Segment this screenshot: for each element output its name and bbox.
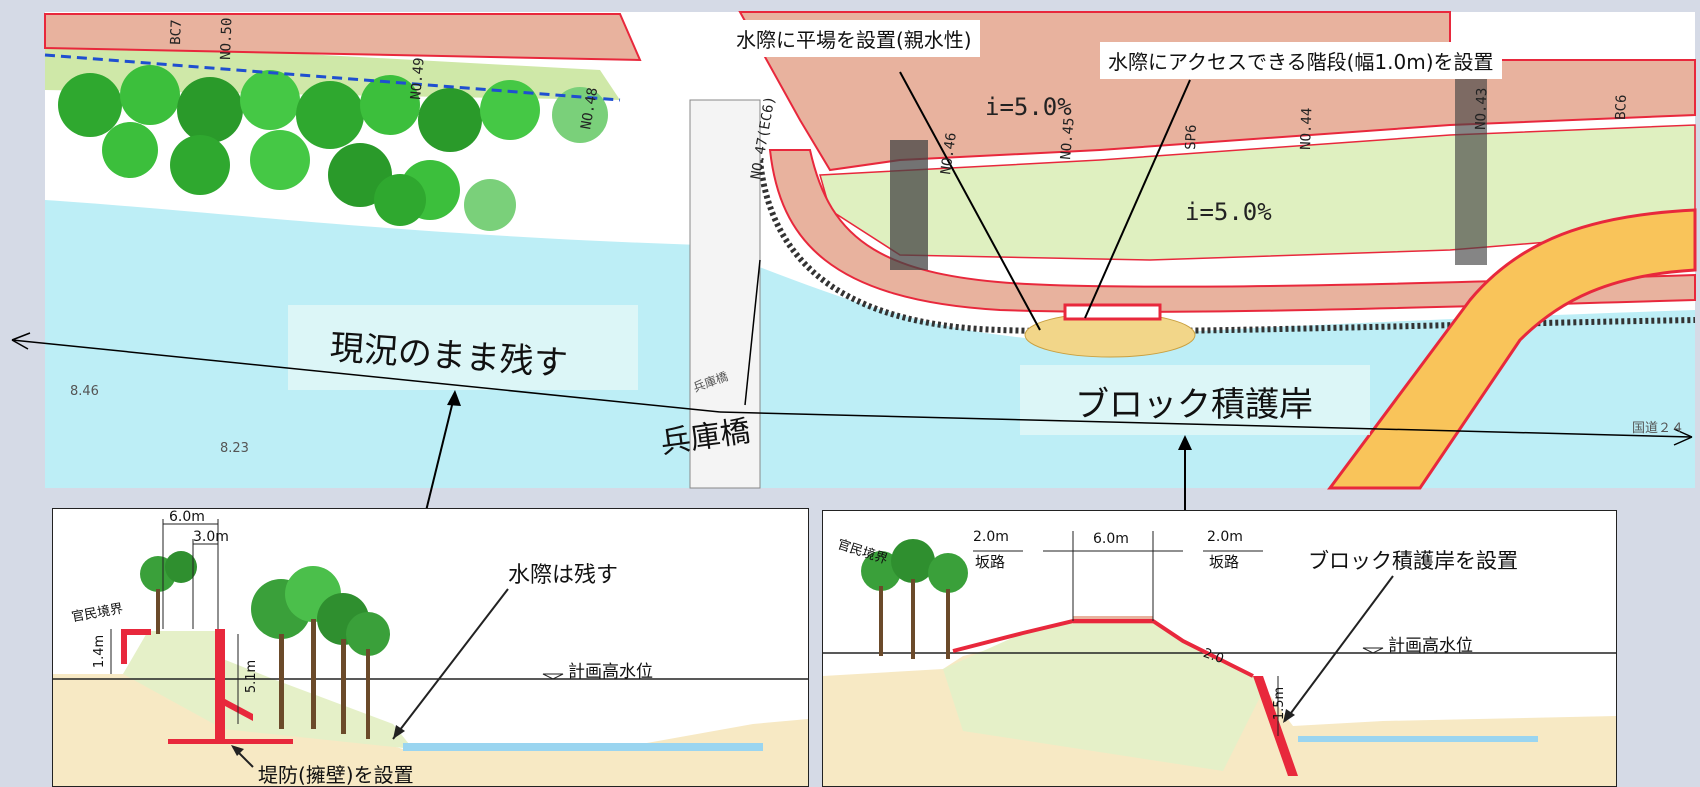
stair-block-1: [890, 140, 928, 270]
left-cross-section: 6.0m 3.0m 1.4m 5.1m 官民境界 水際は残す 計画高水位 堤防(…: [52, 508, 809, 787]
left-bank-road: [44, 13, 642, 62]
tree-cluster: [58, 65, 608, 231]
label-bg-left: [288, 305, 638, 390]
station-no50: NO.50: [218, 17, 235, 60]
long-line-right: [719, 411, 1693, 438]
pointer-water-edge-head: [393, 725, 405, 739]
slope-red: [952, 619, 1254, 678]
embankment: [943, 619, 1263, 771]
slope-bottom: i=5.0%: [1185, 198, 1272, 226]
stairs-mark: [1063, 303, 1162, 321]
elev-846: 8.46: [70, 384, 99, 399]
station-sp6: SP6: [1183, 124, 1200, 150]
long-line-left: [11, 339, 721, 413]
lower-road-band: [768, 149, 1696, 313]
revetment: [1253, 676, 1298, 776]
right-revetment-note: ブロック積護岸を設置: [1308, 549, 1518, 573]
stair-block-2: [1455, 55, 1487, 265]
callout-flat-area: 水際に平場を設置(親水性): [728, 20, 980, 57]
crest-wall-2: [121, 629, 127, 664]
label-block-revetment: ブロック積護岸: [1075, 385, 1313, 425]
arrowhead-left: [11, 332, 31, 350]
pointer-water-edge: [392, 588, 509, 740]
slope-top: i=5.0%: [985, 93, 1072, 121]
section-trees: [861, 539, 968, 659]
right-ramp-right: 坂路: [1209, 553, 1240, 571]
station-no48: NO.48: [578, 86, 601, 130]
pointer-stairs: [1084, 79, 1191, 319]
right-cross-section: 官民境界 2.0m 坂路 6.0m 2.0m 坂路 ブロック積護岸を設置 計画高…: [822, 510, 1617, 787]
arrowhead-right: [1673, 428, 1693, 446]
right-ramp-left: 坂路: [975, 553, 1006, 571]
station-bc7: BC7: [168, 19, 185, 45]
station-bc6: BC6: [1613, 94, 1630, 120]
station-no43: NO.43: [1473, 87, 1490, 130]
pointer-revetment: [1284, 575, 1394, 722]
left-hwl: 計画高水位: [568, 662, 653, 682]
right-dim-15m: 1.5m: [1272, 686, 1288, 721]
arrow-up-left: [424, 392, 456, 516]
crest-wall: [121, 629, 151, 635]
left-water-edge-note: 水際は残す: [508, 563, 619, 588]
pointer-revetment-head: [1283, 709, 1295, 723]
pointer-embankment-head: [231, 745, 244, 756]
water: [1298, 736, 1538, 742]
station-no46: NO.46: [938, 132, 960, 176]
station-no49: NO.49: [408, 57, 428, 100]
slope-wall: [225, 699, 253, 721]
left-dim-51m: 5.1m: [244, 659, 260, 694]
road-label: 国道２４: [1632, 421, 1684, 436]
right-dim-2m-right: 2.0m: [1207, 529, 1243, 545]
dashed-line: [44, 53, 621, 102]
embankment: [123, 631, 413, 749]
right-dim-2m-left: 2.0m: [973, 529, 1009, 545]
right-hwl: 計画高水位: [1388, 636, 1473, 656]
callout-stairs: 水際にアクセスできる階段(幅1.0m)を設置: [1100, 42, 1502, 79]
pointer-bridge: [744, 259, 761, 406]
elev-823: 8.23: [220, 441, 249, 456]
arrow-up-right-head: [1178, 435, 1192, 450]
pointer-flat: [899, 71, 1041, 331]
left-dim-3m: 3.0m: [193, 529, 229, 545]
water: [403, 743, 763, 751]
arrow-up-left-head: [447, 390, 461, 406]
right-dim-6m: 6.0m: [1093, 531, 1129, 547]
left-dim-6m: 6.0m: [169, 509, 205, 525]
label-bg-right: [1020, 365, 1370, 435]
station-no45: NO.45: [1058, 117, 1078, 160]
section-trees: [140, 551, 390, 739]
left-section-drawing: [53, 519, 808, 786]
left-embankment-note: 堤防(擁壁)を設置: [258, 763, 414, 787]
hwl-marker: [542, 673, 564, 680]
left-dim-14m: 1.4m: [92, 634, 108, 669]
station-no44: NO.44: [1298, 107, 1315, 150]
right-section-drawing: [823, 531, 1616, 786]
bridge-deck: [689, 99, 761, 489]
orange-road: [1327, 208, 1697, 490]
hwl-marker: [1362, 647, 1384, 654]
